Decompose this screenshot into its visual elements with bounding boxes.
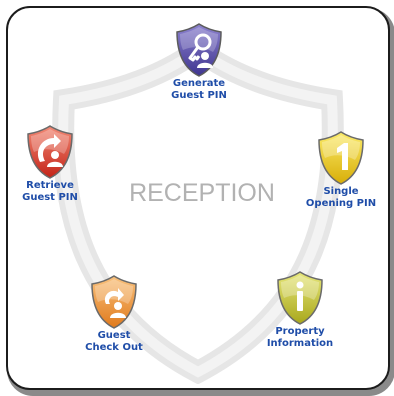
reception-panel: RECEPTION Generate Guest PIN (6, 6, 390, 390)
info-icon (277, 271, 323, 325)
guest-check-out-button[interactable]: Guest Check Out (74, 274, 154, 354)
generate-guest-pin-label-1: Generate (172, 78, 226, 89)
single-opening-pin-label-2: Opening PIN (305, 198, 377, 209)
generate-guest-pin-button[interactable]: Generate Guest PIN (160, 22, 238, 102)
guest-check-out-label-1: Guest (97, 330, 131, 341)
single-opening-pin-button[interactable]: Single Opening PIN (300, 130, 382, 210)
reception-panel-inner: RECEPTION Generate Guest PIN (12, 12, 384, 384)
retrieve-guest-pin-label-1: Retrieve (26, 180, 74, 191)
checkout-person-icon (91, 275, 137, 329)
number-one-icon (318, 131, 364, 185)
background-shield-ring (52, 36, 344, 384)
retrieve-guest-pin-label-2: Guest PIN (22, 192, 78, 203)
single-opening-pin-label-1: Single (323, 186, 359, 197)
generate-guest-pin-label-2: Guest PIN (171, 90, 227, 101)
retrieve-guest-pin-button[interactable]: Retrieve Guest PIN (14, 124, 86, 204)
retrieve-person-icon (27, 125, 73, 179)
reception-title: RECEPTION (129, 179, 275, 207)
property-information-label-1: Property (275, 326, 325, 337)
property-information-label-2: Information (266, 338, 334, 349)
property-information-button[interactable]: Property Information (258, 270, 342, 350)
guest-check-out-label-2: Check Out (85, 342, 143, 353)
key-person-icon (176, 23, 222, 77)
